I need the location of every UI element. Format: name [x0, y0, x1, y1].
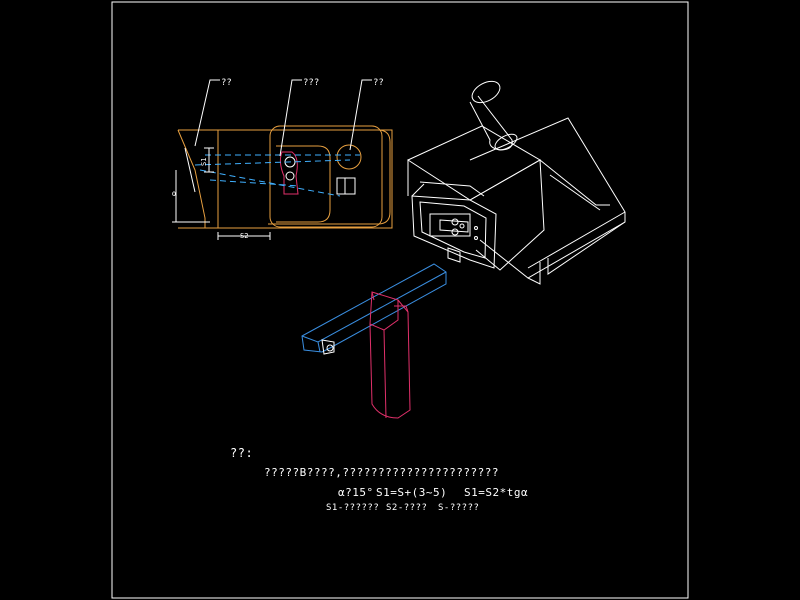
legend-s1: S1-?????? — [326, 503, 380, 513]
section-view — [172, 79, 393, 240]
notes-heading: ??: — [230, 446, 254, 460]
dimension-s2-label: S2 — [240, 232, 248, 240]
formula-s1-tan: S1=S2*tgα — [464, 486, 529, 499]
lock-rod — [369, 291, 411, 419]
callout-2: ??? — [303, 78, 319, 88]
mold-block-3d — [406, 80, 626, 285]
callout-1: ?? — [221, 78, 232, 88]
notes-line-1: ?????B????,?????????????????????? — [264, 466, 500, 479]
slider-bar — [301, 263, 447, 355]
formula-angle: α?15° — [338, 486, 374, 499]
callout-3: ?? — [373, 78, 384, 88]
drawing-frame — [111, 1, 689, 599]
angle-mark: α — [172, 189, 177, 198]
legend-s: S-????? — [438, 503, 480, 513]
formula-s1: S1=S+(3~5) — [376, 486, 448, 499]
legend-s2: S2-???? — [386, 503, 428, 513]
dimension-s1-label: S1 — [200, 158, 208, 166]
